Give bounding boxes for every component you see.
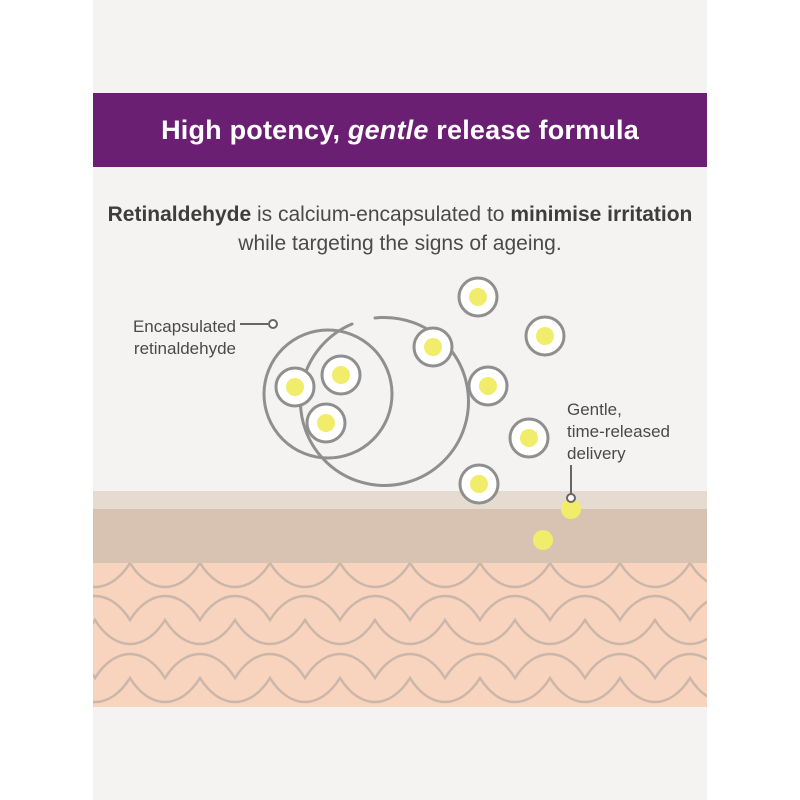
gentle-leader	[566, 465, 576, 503]
label-gentle-delivery: Gentle, time-released delivery	[567, 400, 670, 463]
label-encapsulated-retinaldehyde: Encapsulated retinaldehyde	[132, 317, 236, 358]
delivered-dot	[561, 499, 581, 519]
skin-cell-pattern	[93, 563, 707, 704]
capsule-shell-inner	[262, 328, 394, 460]
skin-epidermis-layer	[93, 509, 707, 563]
skin-surface-layer	[93, 491, 707, 509]
capsule-particles	[274, 354, 362, 444]
encapsulated-leader	[240, 319, 278, 329]
description-text: Retinaldehyde is calcium-encapsulated to…	[107, 203, 693, 255]
header-banner: High potency, gentle release formula	[93, 93, 707, 167]
delivered-dot	[533, 530, 553, 550]
released-particles	[412, 276, 566, 505]
page-title: High potency, gentle release formula	[161, 114, 639, 145]
